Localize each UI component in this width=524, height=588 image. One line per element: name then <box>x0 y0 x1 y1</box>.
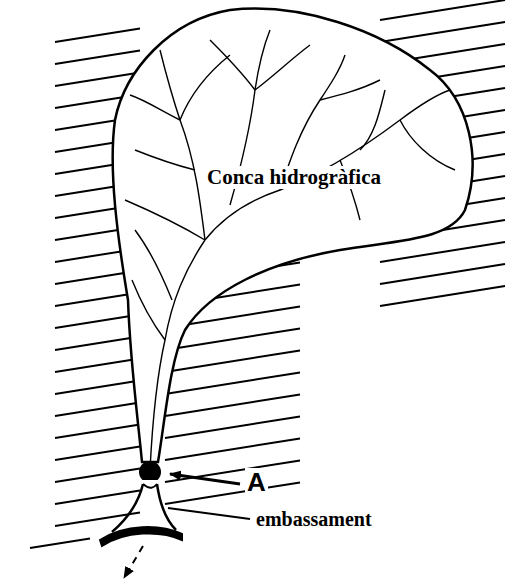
reservoir-label: embassament <box>254 508 374 530</box>
basin-region: Conca hidrogràfica <box>100 0 490 480</box>
outflow-arrow <box>124 546 143 578</box>
basin-title: Conca hidrogràfica <box>205 166 383 189</box>
point-arrow <box>170 474 240 484</box>
basin-outline <box>100 0 490 480</box>
reservoir-banks <box>112 484 176 532</box>
terrain-hatching <box>30 0 505 548</box>
leader-line <box>168 508 250 519</box>
dam <box>100 527 182 546</box>
reservoir-top <box>143 484 157 488</box>
point-label: A <box>245 468 268 497</box>
